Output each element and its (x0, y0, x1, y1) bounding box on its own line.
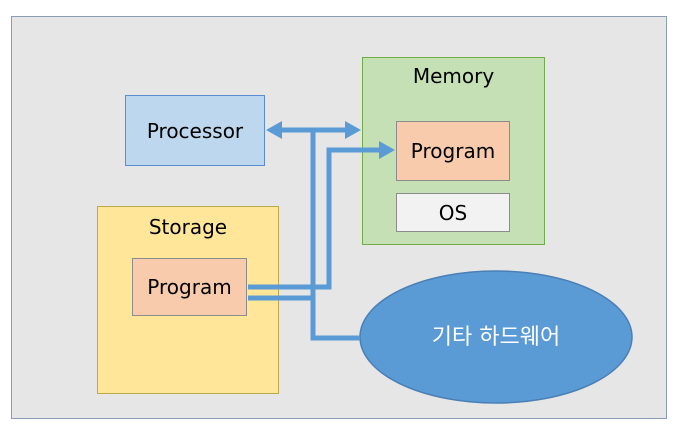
arrowhead-memory (345, 121, 361, 139)
os-box: OS (396, 193, 510, 232)
storage-label: Storage (148, 215, 228, 239)
os-label: OS (438, 200, 468, 225)
processor-label: Processor (146, 118, 244, 143)
storage-program-label: Program (147, 275, 232, 299)
processor-box: Processor (125, 95, 265, 166)
storage-to-memory-program-line (248, 147, 380, 290)
arrowhead-memory-program (379, 141, 395, 159)
other-hardware-label: 기타 하드웨어 (432, 325, 560, 350)
memory-program-label: Program (410, 139, 496, 163)
arrowhead-processor (266, 121, 282, 139)
storage-program-box: Program (132, 258, 247, 316)
memory-program-box: Program (396, 121, 510, 181)
memory-label: Memory (412, 64, 495, 88)
bus-to-other-hardware (310, 130, 360, 341)
